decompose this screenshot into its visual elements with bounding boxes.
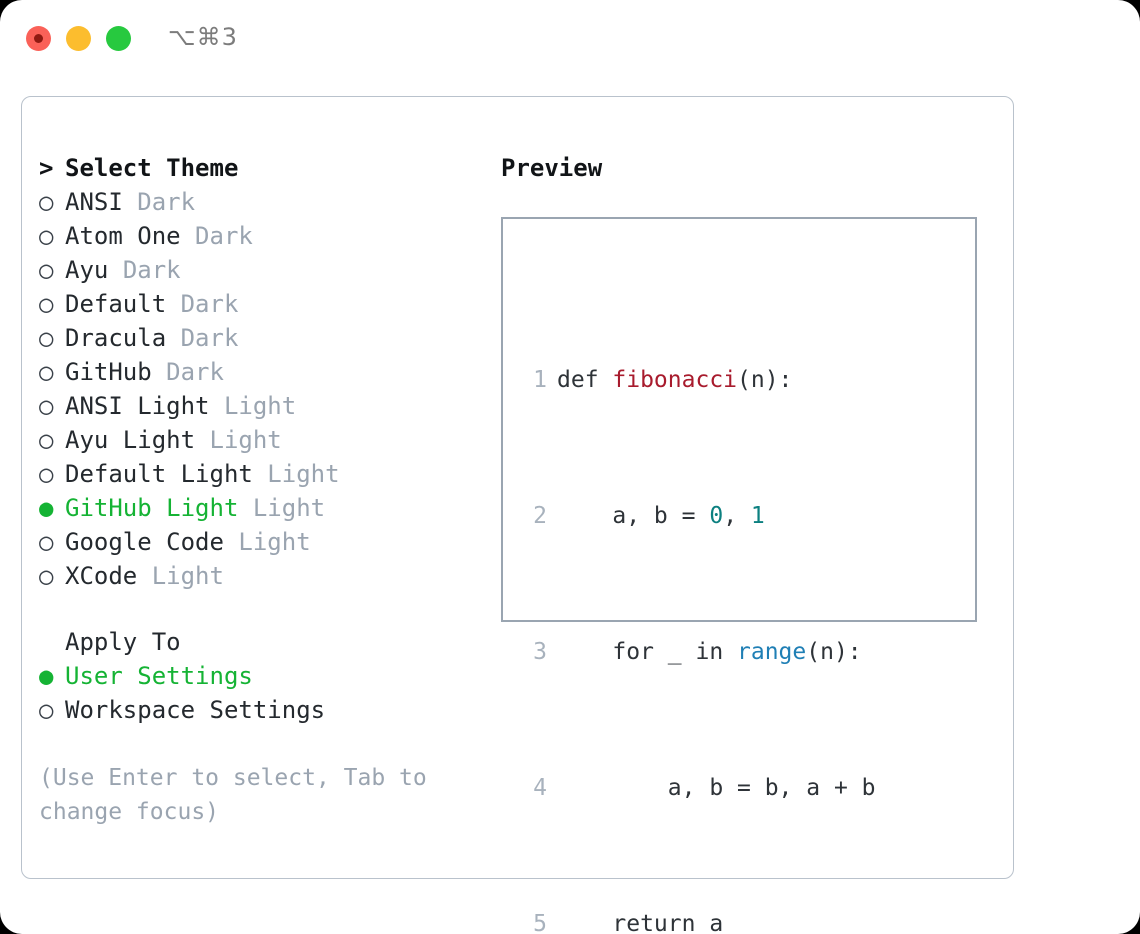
radio-unselected-icon[interactable]: ○	[39, 528, 54, 556]
radio-selected-icon[interactable]: ●	[39, 494, 54, 522]
theme-kind: Light	[267, 460, 340, 488]
radio-unselected-icon[interactable]: ○	[39, 222, 54, 250]
code-line: 4 a, b = b, a + b	[525, 771, 903, 805]
theme-option-github[interactable]: ○ GitHub Dark	[39, 355, 499, 389]
code-line: 2 a, b = 0, 1	[525, 499, 903, 533]
theme-name: Ayu Light	[65, 426, 196, 454]
title-bar: ⌥⌘3	[0, 0, 1140, 78]
theme-name: XCode	[65, 562, 138, 590]
theme-name: Atom One	[65, 222, 181, 250]
theme-kind: Dark	[195, 222, 253, 250]
theme-name: Default Light	[65, 460, 253, 488]
preview-heading: Preview	[501, 154, 603, 182]
theme-option-github-light[interactable]: ● GitHub Light Light	[39, 491, 499, 525]
keyboard-hint-text: (Use Enter to select, Tab to change focu…	[39, 765, 441, 825]
select-theme-heading-label: Select Theme	[65, 154, 239, 182]
apply-to-label: User Settings	[65, 662, 253, 690]
caret-icon: >	[39, 154, 54, 182]
apply-to-option-user-settings[interactable]: ● User Settings	[39, 659, 499, 693]
main-panel: >Select Theme ○ANSI Dark ○Atom One Dark …	[21, 96, 1014, 934]
theme-option-ayu-light[interactable]: ○ Ayu Light Light	[39, 423, 499, 457]
theme-option-google-code[interactable]: ○ Google Code Light	[39, 525, 499, 559]
theme-option-ansi[interactable]: ○ ANSI Dark	[39, 185, 499, 219]
code-line: 5 return a	[525, 907, 903, 934]
minimize-button[interactable]	[66, 26, 91, 51]
keyboard-shortcut-label: ⌥⌘3	[168, 23, 238, 51]
theme-name: Default	[65, 290, 167, 318]
theme-option-default[interactable]: ○ Default Dark	[39, 287, 499, 321]
theme-kind: Light	[209, 426, 282, 454]
theme-name: Dracula	[65, 324, 167, 352]
apply-to-label: Workspace Settings	[65, 696, 326, 724]
theme-option-dracula[interactable]: ○ Dracula Dark	[39, 321, 499, 355]
theme-kind: Light	[223, 392, 297, 420]
theme-kind: Dark	[122, 256, 181, 284]
radio-unselected-icon[interactable]: ○	[39, 460, 54, 488]
zoom-button[interactable]	[106, 26, 131, 51]
radio-unselected-icon[interactable]: ○	[39, 426, 54, 454]
radio-unselected-icon[interactable]: ○	[39, 290, 54, 318]
theme-name: GitHub	[65, 358, 152, 386]
line-number: 1	[533, 367, 547, 393]
theme-kind: Light	[151, 562, 224, 590]
window-controls	[26, 26, 131, 51]
theme-option-ayu[interactable]: ○ Ayu Dark	[39, 253, 499, 287]
section-spacer	[39, 593, 499, 625]
close-button[interactable]	[26, 26, 51, 51]
theme-option-ansi-light[interactable]: ○ ANSI Light Light	[39, 389, 499, 423]
line-number: 5	[533, 911, 547, 934]
line-number: 2	[533, 503, 547, 529]
theme-kind: Light	[238, 528, 311, 556]
radio-selected-icon[interactable]: ●	[39, 662, 54, 690]
theme-name: GitHub Light	[65, 494, 239, 522]
theme-kind: Dark	[180, 324, 239, 352]
line-number: 4	[533, 775, 547, 801]
theme-kind: Light	[252, 494, 326, 522]
theme-name: Google Code	[65, 528, 224, 556]
radio-unselected-icon[interactable]: ○	[39, 324, 54, 352]
radio-unselected-icon[interactable]: ○	[39, 562, 54, 590]
theme-option-xcode[interactable]: ○ XCode Light	[39, 559, 499, 593]
radio-unselected-icon[interactable]: ○	[39, 696, 54, 724]
theme-option-default-light[interactable]: ○ Default Light Light	[39, 457, 499, 491]
radio-unselected-icon[interactable]: ○	[39, 392, 54, 420]
radio-unselected-icon[interactable]: ○	[39, 358, 54, 386]
theme-name: ANSI Light	[65, 392, 210, 420]
theme-picker-column: >Select Theme ○ANSI Dark ○Atom One Dark …	[39, 151, 499, 829]
radio-unselected-icon[interactable]: ○	[39, 256, 54, 284]
theme-name: Ayu	[65, 256, 109, 284]
theme-kind: Dark	[137, 188, 196, 216]
radio-unselected-icon[interactable]: ○	[39, 188, 54, 216]
theme-name: ANSI	[65, 188, 123, 216]
apply-to-heading: Apply To	[65, 628, 181, 656]
theme-option-atom-one[interactable]: ○ Atom One Dark	[39, 219, 499, 253]
line-number: 3	[533, 639, 547, 665]
theme-kind: Dark	[166, 358, 224, 386]
theme-kind: Dark	[180, 290, 239, 318]
apply-to-option-workspace-settings[interactable]: ○ Workspace Settings	[39, 693, 499, 727]
select-theme-heading: > Select Theme	[39, 151, 499, 185]
code-line: 3 for _ in range(n):	[525, 635, 903, 669]
